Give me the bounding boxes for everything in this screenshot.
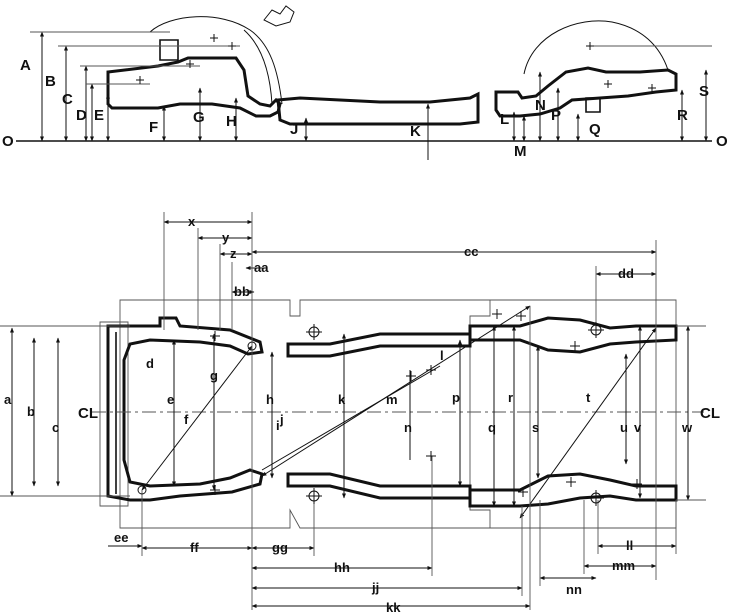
plan-label-ee: ee — [114, 530, 128, 545]
plan-label-f: f — [184, 412, 189, 427]
side-torn-corner — [263, 5, 295, 27]
plan-label-q: q — [488, 420, 496, 435]
side-label-L: L — [500, 111, 509, 128]
plan-label-e: e — [167, 392, 174, 407]
plan-label-h: h — [266, 392, 274, 407]
plan-label-aa: aa — [254, 260, 269, 275]
side-front-frame-outline — [494, 66, 678, 118]
side-label-F: F — [149, 119, 158, 136]
plan-label-l: l — [440, 348, 444, 363]
plan-label-b: b — [27, 404, 35, 419]
side-label-M: M — [514, 143, 527, 160]
plan-label-z: z — [230, 246, 237, 261]
cl-label-left: CL — [78, 405, 98, 422]
dim-line-m — [261, 365, 441, 471]
cl-label-right: CL — [700, 405, 720, 422]
plan-reference-holes — [137, 309, 642, 506]
side-rear-wheel-arch — [149, 16, 283, 105]
dim-line-f — [141, 345, 253, 491]
plan-label-gg: gg — [272, 540, 288, 555]
side-front-crossmember — [585, 97, 601, 113]
plan-label-t: t — [586, 390, 591, 405]
dim-line-t — [519, 327, 657, 519]
plan-label-p: p — [452, 390, 460, 405]
plan-label-ff: ff — [190, 540, 199, 555]
plan-label-d: d — [146, 356, 154, 371]
side-label-C: C — [62, 91, 73, 108]
side-label-H: H — [226, 113, 237, 130]
plan-label-k: k — [338, 392, 346, 407]
plan-label-ll: ll — [626, 538, 633, 553]
plan-label-hh: hh — [334, 560, 350, 575]
side-label-E: E — [94, 107, 104, 124]
side-view: O O A B C D E F G H J K L M N P Q R S — [2, 5, 728, 160]
side-rear-frame-outline — [106, 56, 282, 118]
plan-label-w: w — [681, 420, 693, 435]
datum-label-left: O — [2, 133, 14, 150]
plan-front-right-rail — [468, 472, 678, 508]
plan-label-g: g — [210, 368, 218, 383]
plan-label-n: n — [404, 420, 412, 435]
plan-label-dd: dd — [618, 266, 634, 281]
side-label-R: R — [677, 107, 688, 124]
plan-label-m: m — [386, 392, 398, 407]
plan-label-x: x — [188, 214, 196, 229]
side-label-S: S — [699, 83, 709, 100]
side-center-rail — [276, 91, 480, 126]
side-label-N: N — [535, 97, 546, 114]
plan-label-kk: kk — [386, 600, 401, 615]
side-front-wheel-arch — [523, 20, 669, 75]
plan-extension-lines — [0, 212, 706, 610]
side-label-D: D — [76, 107, 87, 124]
plan-label-r: r — [508, 390, 513, 405]
plan-label-v: v — [634, 420, 642, 435]
side-label-G: G — [193, 109, 205, 126]
side-label-J: J — [290, 121, 298, 138]
plan-rear-bumper-outline — [99, 321, 129, 507]
side-label-Q: Q — [589, 121, 601, 138]
side-label-B: B — [45, 73, 56, 90]
side-label-A: A — [20, 57, 31, 74]
plan-label-j: j — [279, 412, 284, 427]
plan-label-cc: cc — [464, 244, 478, 259]
plan-label-jj: jj — [371, 580, 379, 595]
plan-label-nn: nn — [566, 582, 582, 597]
plan-label-c: c — [52, 420, 59, 435]
plan-label-s: s — [532, 420, 539, 435]
side-rear-arch-inner — [243, 29, 273, 105]
dim-line-l — [261, 305, 531, 477]
side-label-K: K — [410, 123, 421, 140]
plan-label-bb: bb — [234, 284, 250, 299]
datum-label-right: O — [716, 133, 728, 150]
plan-right-rail — [286, 472, 472, 500]
plan-label-i: i — [276, 418, 280, 433]
plan-label-mm: mm — [612, 558, 635, 573]
side-label-P: P — [551, 107, 561, 124]
plan-label-y: y — [222, 230, 230, 245]
plan-body-outline-front — [490, 299, 677, 529]
plan-view: CL CL a b c d e f g h i j k l m n p q r … — [0, 212, 720, 615]
side-reference-points — [136, 34, 656, 92]
plan-label-a: a — [4, 392, 12, 407]
plan-rear-crossmember — [106, 316, 264, 502]
side-rear-spring-hanger — [159, 39, 179, 61]
plan-front-left-rail — [468, 316, 678, 354]
plan-label-u: u — [620, 420, 628, 435]
